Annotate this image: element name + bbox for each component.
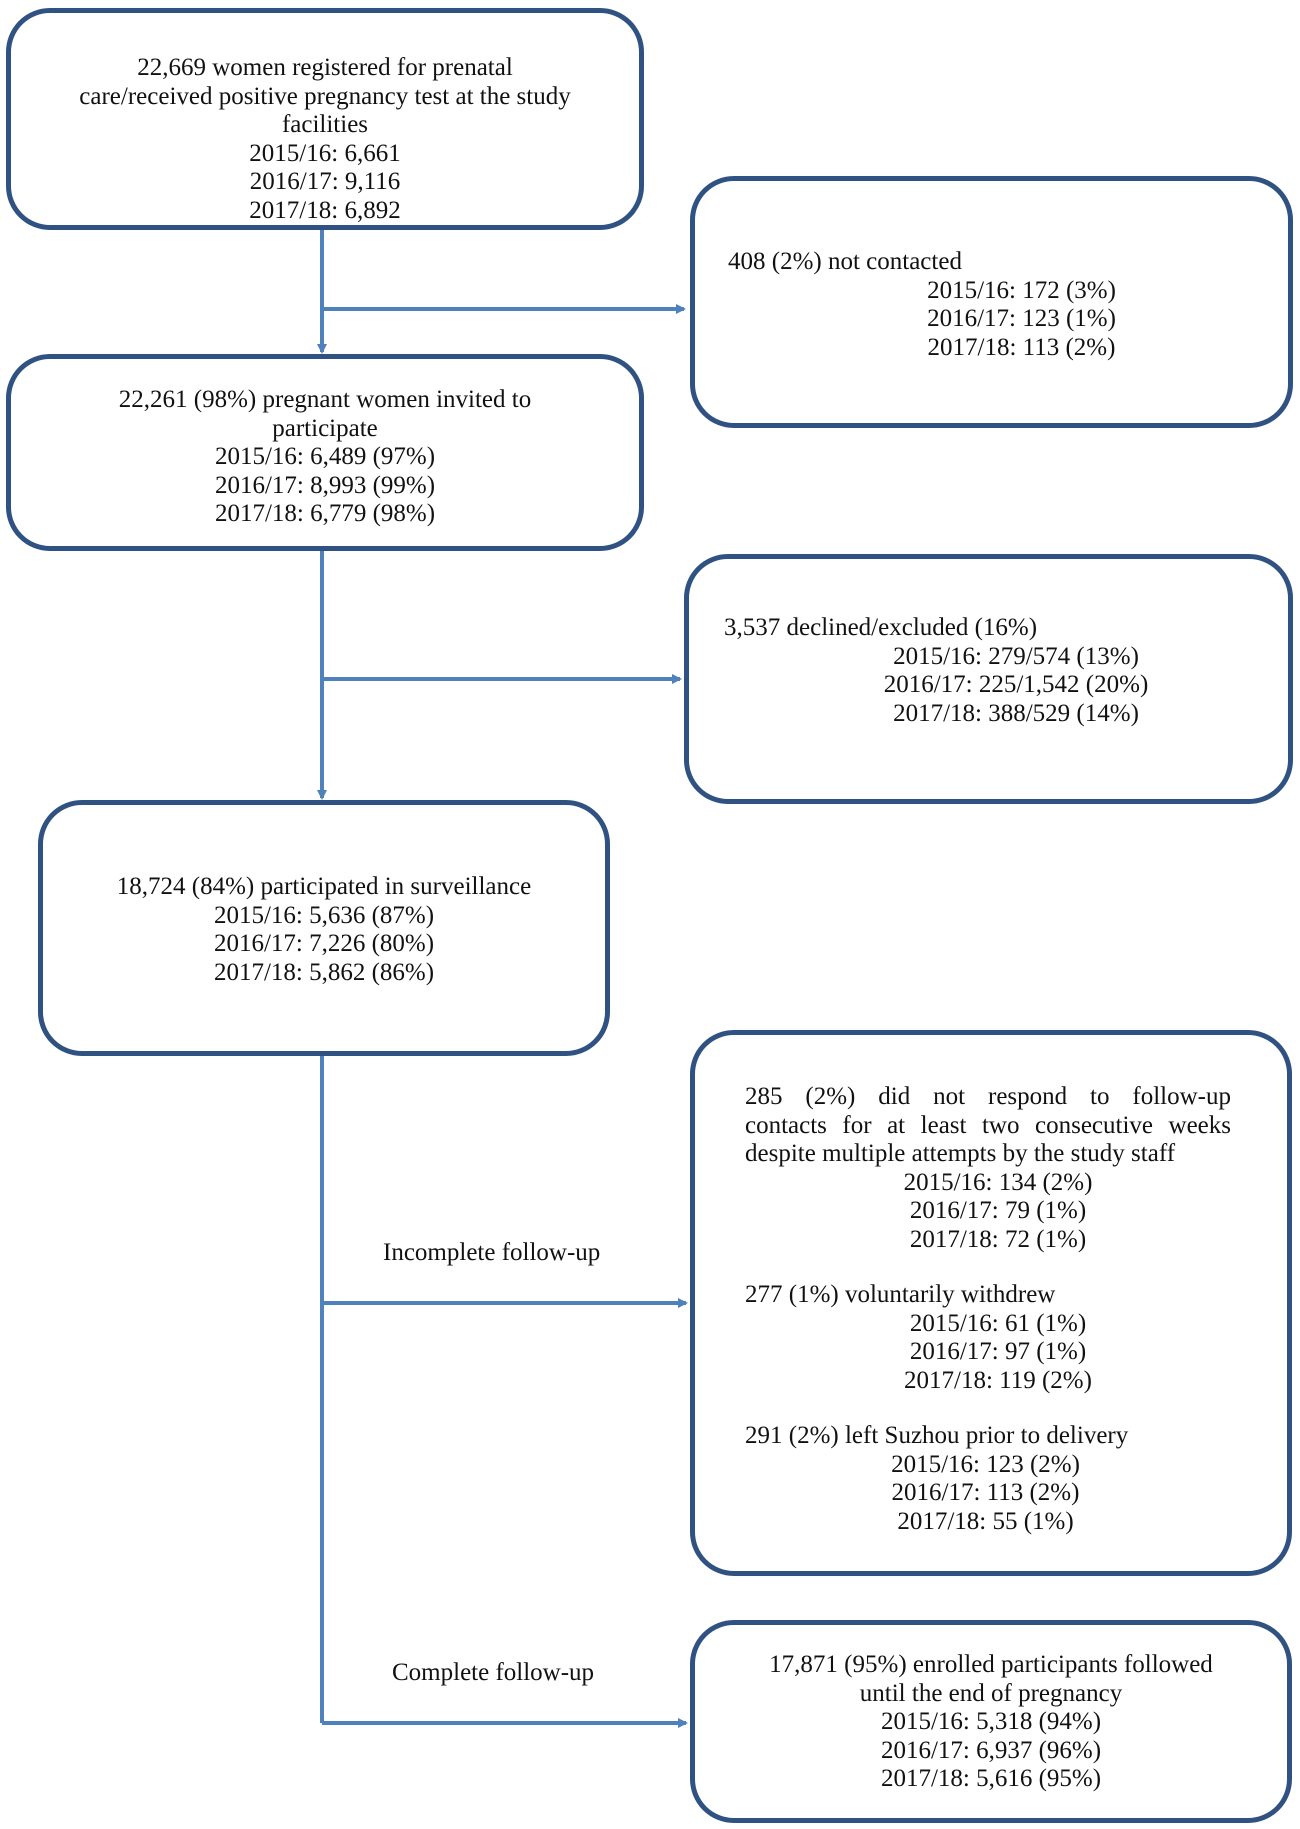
participated-line: 2016/17: 7,226 (80%) [213, 930, 435, 957]
incomplete-follow-up-box: 285 (2%) did not respond to follow-up co… [690, 1030, 1292, 1576]
declined-line: 2015/16: 279/574 (13%) [893, 642, 1139, 670]
withdrew-line: 2016/17: 97 (1%) [909, 1338, 1087, 1365]
invited-line: 2017/18: 6,779 (98%) [214, 500, 436, 527]
no-response-line: 2016/17: 79 (1%) [909, 1197, 1087, 1224]
registered-line: 2015/16: 6,661 [249, 139, 401, 167]
declined-line: 2017/18: 388/529 (14%) [893, 699, 1139, 727]
participated-box: 18,724 (84%) participated in surveillanc… [38, 800, 610, 1056]
no-response-text: despite multiple attempts by the study s… [745, 1140, 1176, 1167]
left-suzhou-line: 2016/17: 113 (2%) [891, 1479, 1080, 1506]
participated-line: 2017/18: 5,862 (86%) [213, 958, 435, 986]
complete-follow-up-label: Complete follow-up [392, 1659, 595, 1686]
invited-line: participate [272, 414, 378, 442]
no-response-group: 285 (2%) did not respond to follow-up co… [745, 1083, 1231, 1254]
invited-line: 22,261 (98%) pregnant women invited to [118, 386, 532, 413]
incomplete-follow-up-label: Incomplete follow-up [383, 1239, 601, 1266]
not-contacted-header: 408 (2%) not contacted [728, 248, 962, 275]
not-contacted-line: 2016/17: 123 (1%) [927, 305, 1116, 332]
no-response-text: 285 (2%) did not respond to follow-up [745, 1083, 1231, 1110]
declined-header: 3,537 declined/excluded (16%) [724, 614, 1038, 641]
registered-line: facilities [281, 111, 369, 138]
complete-line: 2016/17: 6,937 (96%) [880, 1736, 1102, 1764]
registered-box: 22,669 women registered for prenatal car… [6, 8, 644, 230]
registered-line: care/received positive pregnancy test at… [79, 82, 571, 110]
left-suzhou-line: 2017/18: 55 (1%) [897, 1507, 1074, 1535]
left-suzhou-line: 2015/16: 123 (2%) [891, 1450, 1080, 1478]
withdrew-group: 277 (1%) voluntarily withdrew 2015/16: 6… [745, 1281, 1231, 1395]
left-suzhou-header: 291 (2%) left Suzhou prior to delivery [745, 1422, 1129, 1449]
not-contacted-box: 408 (2%) not contacted 2015/16: 172 (3%)… [690, 176, 1293, 428]
invited-line: 2016/17: 8,993 (99%) [214, 471, 436, 499]
participated-line: 18,724 (84%) participated in surveillanc… [116, 873, 532, 900]
not-contacted-line: 2015/16: 172 (3%) [927, 276, 1116, 304]
invited-box: 22,261 (98%) pregnant women invited to p… [6, 354, 644, 551]
no-response-text: contacts for at least two consecutive we… [745, 1111, 1231, 1139]
left-suzhou-group: 291 (2%) left Suzhou prior to delivery 2… [745, 1422, 1231, 1536]
complete-line: until the end of pregnancy [859, 1679, 1123, 1707]
registered-line: 2017/18: 6,892 [249, 196, 401, 224]
participated-line: 2015/16: 5,636 (87%) [213, 901, 435, 929]
complete-follow-up-box: 17,871 (95%) enrolled participants follo… [690, 1620, 1292, 1823]
declined-box: 3,537 declined/excluded (16%) 2015/16: 2… [684, 554, 1293, 804]
complete-line: 2015/16: 5,318 (94%) [880, 1708, 1102, 1735]
no-response-line: 2015/16: 134 (2%) [903, 1168, 1093, 1196]
invited-line: 2015/16: 6,489 (97%) [214, 443, 436, 470]
withdrew-line: 2017/18: 119 (2%) [904, 1366, 1092, 1394]
withdrew-line: 2015/16: 61 (1%) [909, 1309, 1087, 1337]
registered-line: 2016/17: 9,116 [249, 168, 401, 195]
registered-line: 22,669 women registered for prenatal [137, 54, 513, 81]
declined-line: 2016/17: 225/1,542 (20%) [883, 671, 1149, 698]
complete-line: 2017/18: 5,616 (95%) [880, 1765, 1102, 1792]
complete-line: 17,871 (95%) enrolled participants follo… [769, 1651, 1213, 1678]
not-contacted-line: 2017/18: 113 (2%) [927, 333, 1116, 361]
no-response-line: 2017/18: 72 (1%) [909, 1225, 1087, 1253]
withdrew-header: 277 (1%) voluntarily withdrew [745, 1281, 1056, 1308]
